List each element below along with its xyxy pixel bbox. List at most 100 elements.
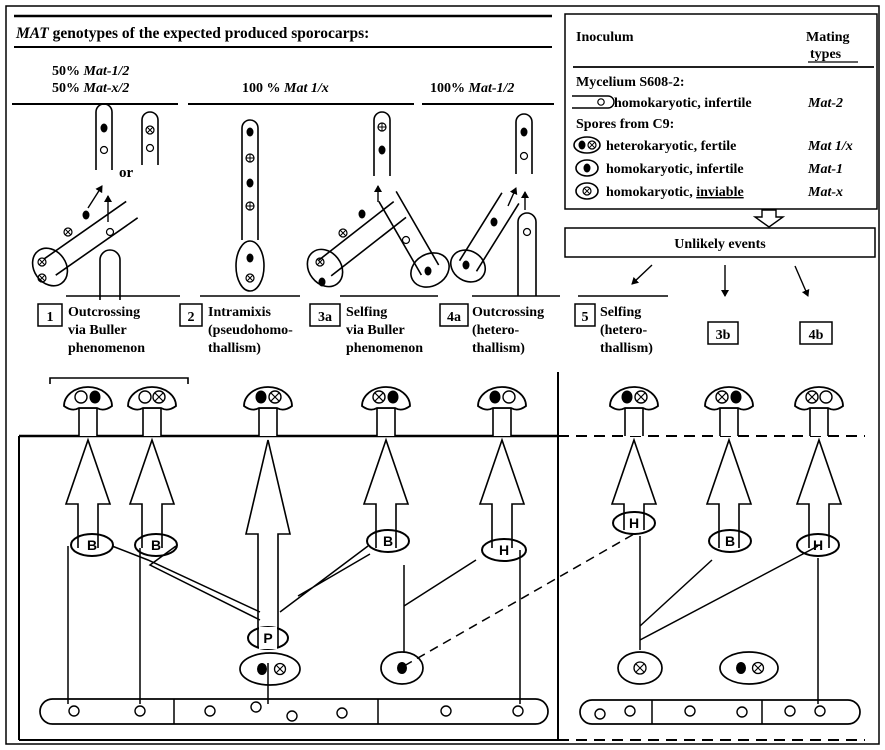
mushroom-cap	[704, 386, 754, 411]
filled-nucleus-icon	[578, 140, 586, 150]
spore-matx	[617, 651, 663, 685]
scenario-1-bracket	[49, 377, 189, 384]
unlikely-arrow-5	[631, 264, 653, 285]
scenario-1-line1: Outcrossing	[68, 305, 140, 320]
legend-row-1-type: Mat-2	[807, 96, 843, 111]
open-nucleus-icon	[597, 98, 605, 106]
event-letter: P	[263, 630, 272, 646]
event-letter: H	[629, 515, 639, 531]
hypha-diagonal	[31, 200, 139, 287]
cross-mark	[583, 187, 591, 195]
sporocarp	[127, 386, 177, 548]
scenario-4a-line3: thallism)	[472, 341, 525, 356]
mushroom-cap	[63, 386, 113, 411]
cross-mark	[270, 392, 280, 402]
legend-row-3-type: Mat-1	[807, 162, 843, 177]
hypha-vertical	[99, 260, 121, 300]
mycelium-bar-right	[579, 699, 861, 725]
scenario-3a-line3: phenomenon	[346, 341, 423, 356]
scenario-3a-number: 3a	[318, 310, 332, 325]
heterokaryotic-spore-icon	[573, 136, 601, 154]
spore-mat1	[380, 651, 424, 685]
legend-row-3-text: homokaryotic, infertile	[606, 162, 744, 177]
mushroom-stipe	[492, 407, 512, 436]
cross-mark	[588, 141, 596, 149]
scenario-5-number: 5	[582, 310, 589, 325]
scenario-5-line3: thallism)	[600, 341, 653, 356]
event-letter: B	[383, 533, 393, 549]
event-ellipse	[481, 538, 527, 562]
event-letter: B	[151, 537, 161, 553]
filled-nucleus-icon	[583, 163, 591, 173]
open-nucleus-icon	[138, 390, 152, 404]
scenario-1-box	[37, 303, 63, 327]
open-nucleus-icon	[819, 390, 833, 404]
sporocarp	[63, 386, 113, 548]
scenario-4a-box	[439, 303, 469, 327]
filled-nucleus-icon	[489, 390, 501, 404]
open-nucleus-icon	[502, 390, 516, 404]
scenario-4b-number: 4b	[809, 328, 824, 343]
legend-mating-header-2: types	[810, 47, 842, 62]
crossed-nucleus-icon	[582, 186, 592, 196]
growth-arrow	[64, 437, 112, 548]
outer-frame	[5, 5, 880, 745]
mushroom-stipe	[78, 407, 98, 436]
filled-nucleus-icon	[89, 390, 101, 404]
spore-pair-p	[239, 652, 301, 686]
scenario-5-line2: (hetero-	[600, 323, 647, 338]
growth-arrow	[795, 437, 843, 548]
event-ellipse	[134, 533, 178, 557]
expected-genotype-3: 100 % Mat 1/x	[242, 81, 329, 96]
scenario-3a-line1: Selfing	[346, 305, 387, 320]
event-letter: B	[87, 537, 97, 553]
legend-box: Inoculum Mating types Mycelium S608-2: h…	[564, 13, 878, 210]
mushroom-cap	[477, 386, 527, 411]
expected-genotype-2: 50% Mat-x/2	[52, 81, 129, 96]
filled-nucleus-icon	[730, 390, 742, 404]
spore-hetero	[719, 651, 779, 685]
sporocarps	[63, 386, 844, 648]
legend-mycelium-label: Mycelium S608-2:	[576, 75, 684, 90]
mycelium-bar-left	[39, 698, 549, 725]
event-letter: B	[725, 533, 735, 549]
scenario-2-number: 2	[188, 310, 195, 325]
sporocarp	[477, 386, 527, 548]
scenario-4a-line1: Outcrossing	[472, 305, 544, 320]
scenario-4a-number: 4a	[447, 310, 461, 325]
filled-nucleus-icon	[621, 390, 633, 404]
growth-arrow	[362, 437, 410, 548]
sporocarp	[794, 386, 844, 548]
mushroom-stipe	[258, 407, 278, 436]
legend-row-1-text: homokaryotic, infertile	[614, 96, 752, 111]
scenario-4b-box	[799, 321, 833, 345]
legend-row-4-text: homokaryotic, inviable	[606, 185, 744, 200]
homokaryotic-mat1-spore-icon	[575, 159, 599, 177]
mushroom-stipe	[142, 407, 162, 436]
mushroom-cap	[243, 386, 293, 411]
legend-row-2-type: Mat 1/x	[807, 139, 853, 154]
mushroom-stipe	[376, 407, 396, 436]
mushroom-stipe	[624, 407, 644, 436]
or-label: or	[119, 165, 134, 181]
scenario-1-line2: via Buller	[68, 323, 127, 338]
hyphae-illustrations: or	[31, 103, 537, 300]
mushroom-stipe	[809, 407, 829, 436]
growth-arrow	[128, 437, 176, 548]
event-ellipse	[70, 533, 114, 557]
legend-frame	[564, 13, 878, 210]
growth-arrow	[244, 439, 292, 648]
legend-inoculum-header: Inoculum	[576, 30, 634, 45]
unlikely-events-box	[564, 227, 876, 258]
mushroom-cap	[794, 386, 844, 411]
cross-mark	[807, 392, 817, 402]
inviable-spore-icon	[575, 182, 599, 200]
mycelium-hypha-icon	[572, 95, 615, 109]
growth-arrow	[610, 437, 658, 530]
unlikely-arrow-4b	[794, 265, 810, 297]
event-ellipse	[796, 533, 840, 557]
header-title: MAT genotypes of the expected produced s…	[15, 25, 369, 42]
